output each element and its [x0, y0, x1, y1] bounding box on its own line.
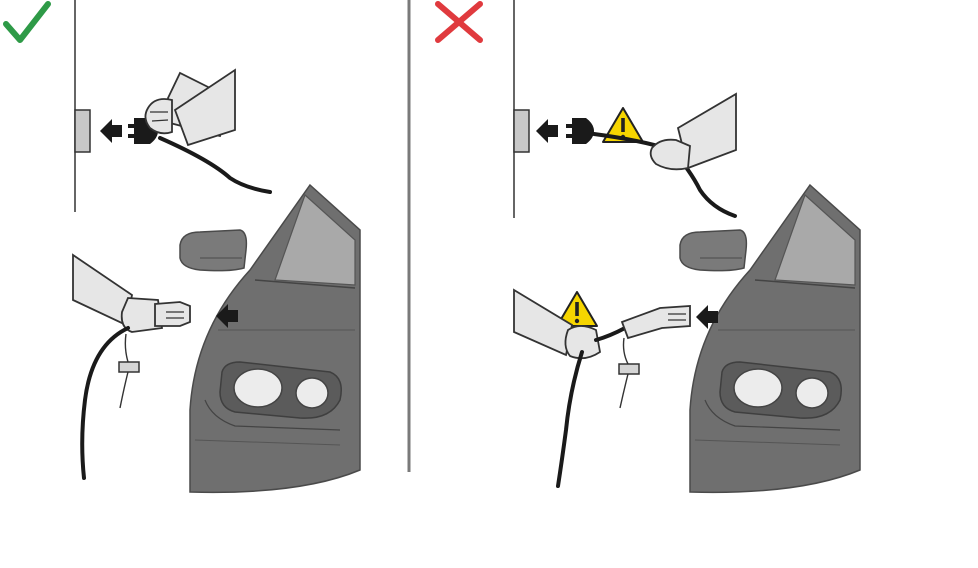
panel-correct [6, 0, 360, 492]
checkmark-icon [6, 4, 48, 40]
wall-plug-icon [566, 118, 594, 144]
plug-cable [160, 138, 270, 192]
sleeve-lower [514, 290, 572, 355]
connector-cable-lower [558, 352, 582, 486]
car-front [680, 185, 860, 492]
arrow-to-outlet-icon [100, 119, 122, 143]
car-front [180, 185, 360, 492]
wall-outlet [514, 110, 529, 152]
cross-icon [438, 4, 480, 40]
panel-incorrect [438, 0, 860, 492]
connector-cap [119, 362, 139, 372]
charge-connector [155, 302, 190, 326]
arrow-to-outlet-icon [536, 119, 558, 143]
connector-cable [596, 328, 625, 340]
charge-connector [622, 306, 690, 338]
wall-outlet [75, 110, 90, 152]
connector-cap [619, 364, 639, 374]
hand-upper [651, 140, 690, 170]
